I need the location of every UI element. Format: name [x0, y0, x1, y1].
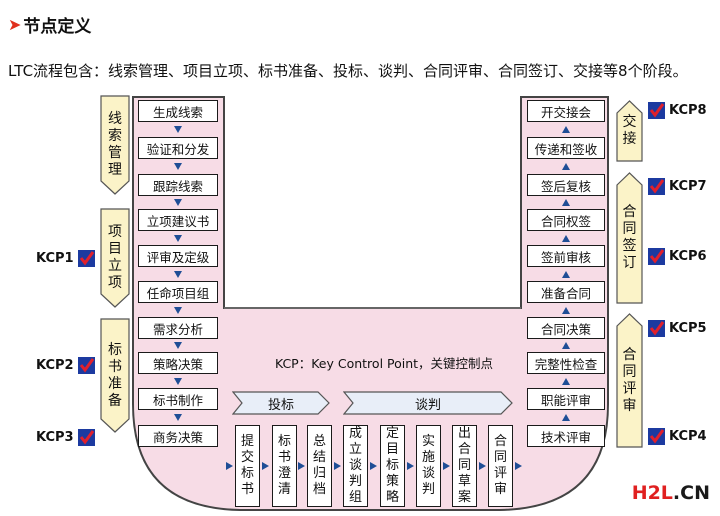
arrow-right-icon: [226, 462, 233, 470]
step-box: 商务决策: [138, 425, 218, 447]
arrow-up-icon: [562, 235, 570, 242]
kcp-marker: KCP3: [36, 429, 95, 446]
step-box: 生成线索: [138, 100, 218, 122]
kcp-marker: KCP2: [36, 357, 95, 374]
section-title-text: 节点定义: [23, 17, 92, 37]
arrow-up-icon: [562, 126, 570, 133]
step-box: 任命项目组: [138, 281, 218, 303]
arrow-down-icon: [174, 235, 182, 242]
step-box: 职能评审: [527, 388, 605, 410]
check-icon: [648, 428, 665, 445]
intro-paragraph: LTC流程包含：线索管理、项目立项、标书准备、投标、谈判、合同评审、合同签订、交…: [8, 62, 688, 80]
phase-handover: 交接: [616, 100, 643, 162]
step-box: 立项建议书: [138, 209, 218, 231]
check-icon: [77, 429, 95, 446]
step-box: 跟踪线索: [138, 174, 218, 196]
check-icon: [77, 357, 95, 374]
check-icon: [648, 248, 665, 265]
arrow-right-icon: [479, 462, 486, 470]
step-box: 合同权签: [527, 209, 605, 231]
check-icon: [648, 102, 665, 119]
arrow-right-icon: [515, 462, 522, 470]
step-box: 开交接会: [527, 100, 605, 122]
phase-bid-preparation: 标书准备: [100, 318, 130, 433]
section-title: ➤ 节点定义: [8, 12, 91, 37]
step-box: 完整性检查: [527, 352, 605, 374]
check-icon: [648, 178, 665, 195]
arrow-up-icon: [562, 307, 570, 314]
step-box: 签后复核: [527, 174, 605, 196]
arrow-up-icon: [562, 378, 570, 385]
phase-project-initiation: 项目立项: [100, 208, 130, 308]
kcp-note: KCP：Key Control Point，关键控制点: [274, 356, 494, 371]
arrow-up-icon: [562, 199, 570, 206]
step-box-vertical: 合同评审: [488, 425, 513, 507]
kcp-marker: KCP6: [648, 248, 707, 265]
arrow-down-icon: [174, 199, 182, 206]
step-box: 合同决策: [527, 317, 605, 339]
step-box: 传递和签收: [527, 137, 605, 159]
kcp-marker: KCP7: [648, 178, 707, 195]
watermark-logo: H2L.CN: [631, 482, 710, 504]
step-box: 策略决策: [138, 352, 218, 374]
step-box-vertical: 出合同草案: [452, 425, 477, 507]
arrow-down-icon: [174, 414, 182, 421]
step-box: 签前审核: [527, 245, 605, 267]
check-icon: [648, 320, 665, 337]
arrow-right-icon: [370, 462, 377, 470]
arrow-down-icon: [174, 342, 182, 349]
step-box: 验证和分发: [138, 137, 218, 159]
step-box-vertical: 成立谈判组: [343, 425, 368, 507]
arrow-up-icon: [562, 271, 570, 278]
step-box: 标书制作: [138, 388, 218, 410]
arrow-down-icon: [174, 307, 182, 314]
kcp-marker: KCP4: [648, 428, 707, 445]
phase-contract-signing: 合同签订: [616, 172, 643, 304]
kcp-marker: KCP5: [648, 320, 707, 337]
arrow-down-icon: [174, 271, 182, 278]
arrow-down-icon: [174, 378, 182, 385]
arrow-up-icon: [562, 342, 570, 349]
arrow-up-icon: [562, 163, 570, 170]
arrow-up-icon: [562, 414, 570, 421]
arrow-down-icon: [174, 126, 182, 133]
arrow-icon: ➤: [8, 15, 22, 34]
arrow-right-icon: [407, 462, 414, 470]
phase-contract-review: 合同评审: [616, 313, 643, 448]
step-box-vertical: 定目标策略: [380, 425, 405, 507]
band-negotiate: 谈判: [342, 391, 513, 415]
step-box: 技术评审: [527, 425, 605, 447]
kcp-marker: KCP1: [36, 250, 95, 267]
arrow-right-icon: [443, 462, 450, 470]
check-icon: [77, 250, 95, 267]
arrow-right-icon: [298, 462, 305, 470]
kcp-marker: KCP8: [648, 102, 707, 119]
step-box-vertical: 提交标书: [235, 425, 260, 507]
phase-lead-management: 线索管理: [100, 95, 130, 195]
arrow-down-icon: [174, 163, 182, 170]
band-bid: 投标: [231, 391, 330, 415]
step-box: 评审及定级: [138, 245, 218, 267]
arrow-right-icon: [334, 462, 341, 470]
step-box-vertical: 总结归档: [307, 425, 332, 507]
step-box: 准备合同: [527, 281, 605, 303]
arrow-right-icon: [262, 462, 269, 470]
step-box-vertical: 实施谈判: [416, 425, 441, 507]
step-box-vertical: 标书澄清: [272, 425, 297, 507]
step-box: 需求分析: [138, 317, 218, 339]
